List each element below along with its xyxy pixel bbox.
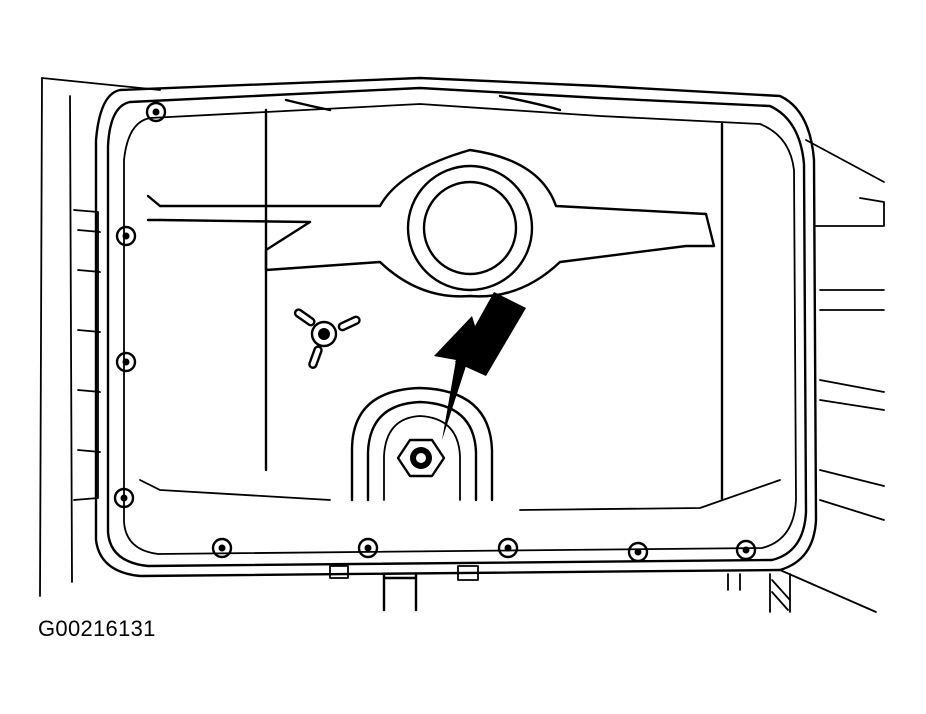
lower-brackets (329, 565, 741, 612)
drain-sump-recess (350, 386, 494, 502)
bolt (357, 537, 379, 559)
bolt (115, 351, 137, 373)
drain-plug-pointer-arrow (434, 292, 526, 440)
drain-plug (396, 438, 446, 478)
bolt (113, 487, 135, 509)
bolt (735, 539, 757, 561)
round-boss (406, 164, 534, 292)
figure-caption: G00216131 (38, 616, 156, 641)
oil-level-sensor (293, 308, 361, 369)
engine-block-right (769, 139, 885, 613)
bolt (145, 101, 167, 123)
bolt (115, 225, 137, 247)
flange-bolts (113, 101, 757, 563)
bolt (627, 541, 649, 563)
bolt (497, 537, 519, 559)
oil-pan-flange (94, 76, 818, 578)
engine-block-left (39, 77, 161, 597)
bolt (211, 537, 233, 559)
oil-pan-body (139, 94, 781, 511)
